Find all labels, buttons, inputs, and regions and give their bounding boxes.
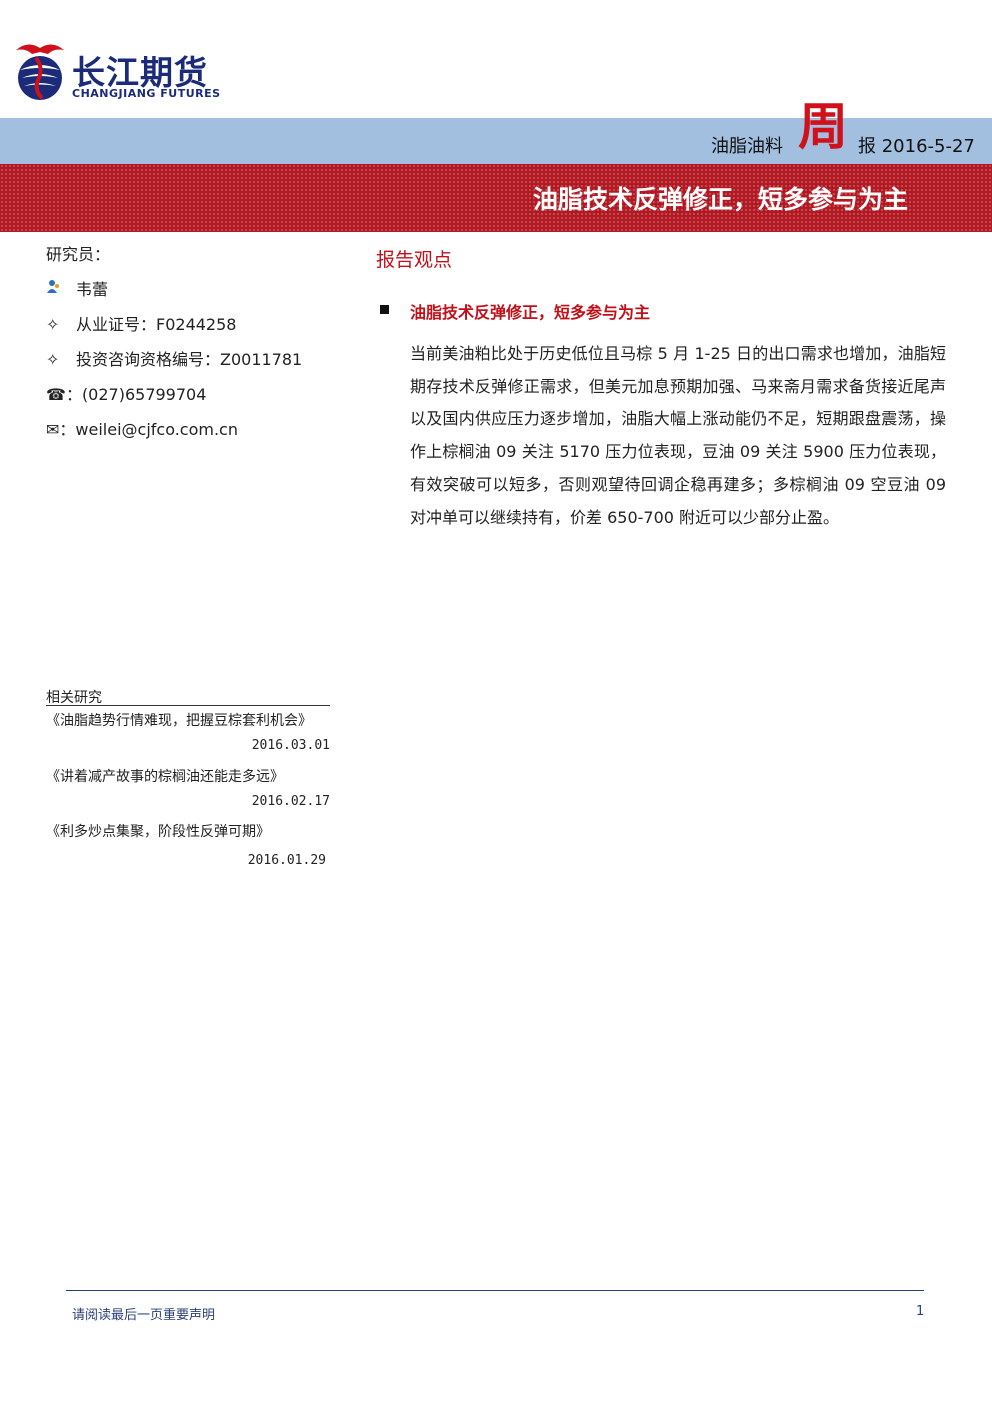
phone-number: ：(027)65799704: [65, 385, 207, 404]
email-address[interactable]: ：weilei@cjfco.com.cn: [59, 420, 238, 439]
report-date: 报 2016-5-27: [858, 136, 975, 157]
related-item-date: 2016.01.29: [247, 853, 326, 868]
envelope-icon: ✉: [46, 420, 60, 439]
header-red-band: [0, 164, 992, 232]
consult-license-number: 投资咨询资格编号：Z0011781: [76, 350, 303, 369]
phone-icon: ☎: [46, 385, 66, 404]
related-item-title[interactable]: 《利多炒点集聚，阶段性反弹可期》: [46, 824, 270, 840]
company-logo: 长江期货 CHANGJIANG FUTURES: [10, 40, 250, 106]
company-logo-icon: [16, 44, 64, 100]
license-number: 从业证号：F0244258: [76, 315, 237, 334]
email-row: ✉：weilei@cjfco.com.cn: [46, 416, 238, 440]
researcher-label: 研究员：: [46, 245, 111, 264]
header-blue-band: [0, 118, 992, 164]
bullet-title: 油脂技术反弹修正，短多参与为主: [410, 303, 651, 322]
report-category: 油脂油料: [711, 136, 783, 157]
section-title: 报告观点: [376, 249, 453, 271]
bullet-square-icon: [380, 305, 389, 314]
logo-chinese-name: 长江期货: [72, 53, 208, 92]
phone-row: ☎：(027)65799704: [46, 381, 206, 405]
consult-license-row: ✧ 投资咨询资格编号：Z0011781: [46, 346, 302, 370]
footer-divider: [66, 1290, 924, 1291]
related-research-title: 相关研究: [46, 690, 102, 706]
researcher-icon: [46, 279, 76, 299]
weekly-character: 周: [798, 97, 848, 156]
diamond-icon: ✧: [46, 315, 60, 334]
footer-disclaimer-note: 请阅读最后一页重要声明: [72, 1308, 216, 1323]
report-headline: 油脂技术反弹修正，短多参与为主: [532, 185, 908, 214]
researcher-name: 韦蕾: [76, 280, 109, 299]
related-divider: [46, 705, 330, 706]
researcher-name-row: 韦蕾: [46, 276, 108, 300]
related-item-title[interactable]: 《讲着减产故事的棕榈油还能走多远》: [46, 769, 284, 785]
related-item-date: 2016.03.01: [251, 738, 330, 753]
related-item-date: 2016.02.17: [251, 794, 330, 809]
logo-english-name: CHANGJIANG FUTURES: [72, 87, 221, 100]
report-body: 当前美油粕比处于历史低位且马棕 5 月 1-25 日的出口需求也增加，油脂短期存…: [410, 344, 946, 527]
page-number: 1: [916, 1304, 925, 1319]
diamond-icon: ✧: [46, 350, 60, 369]
license-row: ✧ 从业证号：F0244258: [46, 311, 236, 335]
related-item-title[interactable]: 《油脂趋势行情难现，把握豆棕套利机会》: [46, 713, 312, 729]
